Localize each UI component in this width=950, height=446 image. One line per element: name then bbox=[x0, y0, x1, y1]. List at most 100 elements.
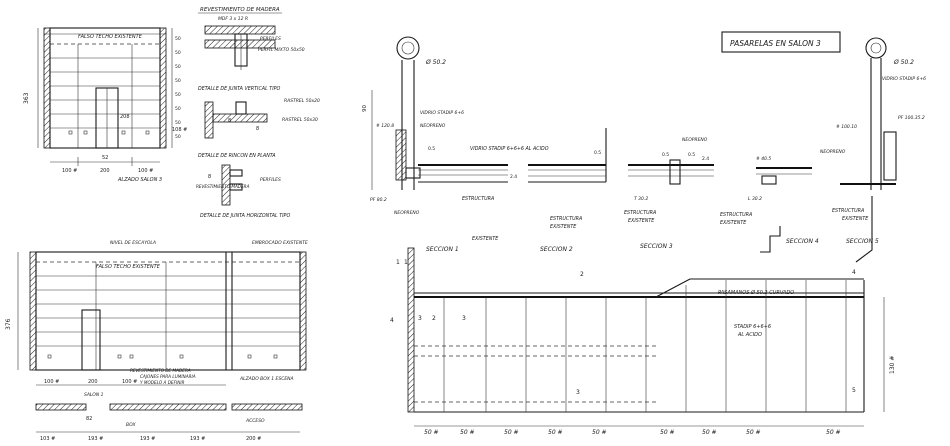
right-dim: 50 bbox=[175, 78, 181, 84]
section-label: ESTRUCTURA bbox=[462, 196, 494, 202]
handrail-circle bbox=[396, 36, 420, 60]
detail-mark: 8 bbox=[228, 118, 231, 124]
section-label: VIDRIO STADIP 6+6+6 AL ACIDO bbox=[470, 146, 549, 152]
section-title: SECCION 5 bbox=[846, 238, 879, 245]
section-label: # 120.8 bbox=[376, 123, 394, 129]
section-label: L 30.2 bbox=[748, 196, 762, 202]
plan-dim2: 193 # bbox=[88, 436, 103, 442]
right-dim: 50 bbox=[175, 120, 181, 126]
section-mark: 1 bbox=[404, 259, 408, 266]
section-label: VIDRIO STADIP 6+6 bbox=[882, 76, 926, 82]
dim-90: 90 bbox=[362, 105, 368, 112]
top-label: NIVEL DE ESCAYOLA bbox=[110, 240, 156, 246]
stadip-label: AL ACIDO bbox=[737, 332, 762, 338]
section-label: # 100.10 bbox=[836, 124, 857, 130]
bottom-dim: 50 # bbox=[826, 429, 841, 436]
detail-caption: DETALLE DE JUNTA VERTICAL TIPO bbox=[198, 86, 281, 92]
ceiling-label: FALSO TECHO EXISTENTE bbox=[96, 264, 161, 270]
section-label: NEOPRENO bbox=[820, 149, 846, 155]
detail-caption: DETALLE DE JUNTA HORIZONTAL TIPO bbox=[200, 213, 290, 219]
section-label: NEOPRENO bbox=[420, 123, 446, 129]
right-dim: 50 bbox=[175, 92, 181, 98]
bottom-dim: 50 # bbox=[504, 429, 519, 436]
details-note: MDF 3 x 12 R bbox=[218, 16, 248, 22]
section-label: 0.5 bbox=[428, 146, 435, 152]
right-dim: 50 bbox=[175, 106, 181, 112]
note: REVESTIMIENTO DE MADERA bbox=[130, 368, 191, 373]
section-label: ESTRUCTURA bbox=[720, 212, 752, 218]
plan-label: SALON 1 bbox=[84, 392, 104, 398]
sections-area: PASARELAS EN SALON 3 Ø 50.2 90 VIDRIO ST… bbox=[362, 31, 926, 263]
section-label: EXISTENTE bbox=[472, 236, 499, 242]
caption: ALZADO SALON 3 bbox=[117, 177, 162, 183]
detail-label: REVESTIMIENTO MADERA bbox=[196, 184, 250, 189]
ceiling-label: FALSO TECHO EXISTENTE bbox=[78, 34, 143, 40]
section-title: SECCION 1 bbox=[426, 246, 459, 253]
plan-dim: 200 bbox=[88, 379, 98, 385]
bottom-dim: 50 # bbox=[702, 429, 717, 436]
details-column: REVESTIMIENTO DE MADERA MDF 3 x 12 R PER… bbox=[196, 7, 320, 219]
bottom-dim: 200 bbox=[100, 168, 110, 174]
plan-dim2: 103 # bbox=[40, 436, 55, 442]
elevation-salon-3: 363 50 50 50 50 50 50 50 50 108 # 208 FA… bbox=[23, 27, 187, 183]
elevation-box: 376 NIVEL DE ESCAYOLA FALSO TECHO EXISTE… bbox=[5, 240, 308, 442]
section-title: SECCION 3 bbox=[640, 243, 673, 250]
section-title: SECCION 4 bbox=[786, 238, 819, 245]
right-dims: 50 50 50 50 50 50 50 50 bbox=[175, 36, 181, 140]
bottom-dim: 50 # bbox=[660, 429, 675, 436]
detail-mark: 8 bbox=[256, 126, 259, 132]
plan-dim: 100 # bbox=[122, 379, 137, 385]
dim-center: 52 bbox=[102, 155, 108, 161]
right-dim: 50 bbox=[175, 36, 181, 42]
plan-dim2: 193 # bbox=[190, 436, 205, 442]
right-note: ALZADO BOX 1 ESCENA bbox=[239, 376, 294, 382]
section-label: EXISTENTE bbox=[550, 224, 577, 230]
bottom-dim: 50 # bbox=[548, 429, 563, 436]
dim-108: 108 # bbox=[172, 127, 187, 133]
section-label: EXISTENTE bbox=[628, 218, 655, 224]
height-dim: 130 # bbox=[889, 356, 896, 374]
height-dim: 363 bbox=[23, 92, 30, 104]
right-dim: 50 bbox=[175, 50, 181, 56]
section-mark: 3 bbox=[576, 389, 580, 396]
handrail-circle-right bbox=[865, 37, 887, 59]
circle-label: Ø 50.2 bbox=[425, 59, 446, 66]
plan-label: ACCESO bbox=[245, 418, 265, 424]
note: Y MODELO A DEFINIR bbox=[140, 380, 185, 385]
right-dim: 50 bbox=[175, 134, 181, 140]
details-title: REVESTIMIENTO DE MADERA bbox=[200, 7, 280, 13]
bottom-dim: 50 # bbox=[592, 429, 607, 436]
bottom-dim: 50 # bbox=[460, 429, 475, 436]
right-label: EMBROCADO EXISTENTE bbox=[252, 240, 308, 246]
stadip-label: STADIP 6+6+6 bbox=[734, 324, 771, 330]
bottom-dim: 50 # bbox=[424, 429, 439, 436]
circle-label: Ø 50.2 bbox=[893, 59, 914, 66]
bottom-dim: 50 # bbox=[746, 429, 761, 436]
section-label: VIDRIO STADIP 6+6 bbox=[420, 110, 464, 116]
detail-label: RASTREL 50x20 bbox=[284, 98, 320, 104]
section-label: 0.5 bbox=[594, 150, 601, 156]
section-mark: 4 bbox=[390, 317, 394, 324]
section-mark: 1 bbox=[396, 259, 400, 266]
detail-label: PERFILES bbox=[260, 36, 281, 42]
section-mark: 2 bbox=[432, 315, 436, 322]
section-label: EXISTENTE bbox=[720, 220, 747, 226]
detail-label: PERFIL MIXTO 50x50 bbox=[258, 47, 305, 53]
section-label: T 30.2 bbox=[634, 196, 648, 202]
section-label: 2.4 bbox=[510, 174, 517, 180]
section-label: ESTRUCTURA bbox=[550, 216, 582, 222]
plan-label: BOX bbox=[126, 422, 137, 428]
detail-label: RASTREL 50x30 bbox=[282, 117, 318, 123]
section-label: NEOPRENO bbox=[394, 210, 420, 216]
section-mark: 5 bbox=[852, 387, 856, 394]
right-dim: 50 bbox=[175, 64, 181, 70]
dim-208: 208 bbox=[120, 114, 130, 120]
section-label: 0.5 bbox=[662, 152, 669, 158]
plan-dim2: 200 # bbox=[246, 436, 261, 442]
section-label: # 40.5 bbox=[756, 156, 771, 162]
dim-82: 82 bbox=[86, 416, 92, 422]
section-mark: 2 bbox=[580, 271, 584, 278]
section-label: 0.5 bbox=[688, 152, 695, 158]
section-mark: 4 bbox=[852, 269, 856, 276]
